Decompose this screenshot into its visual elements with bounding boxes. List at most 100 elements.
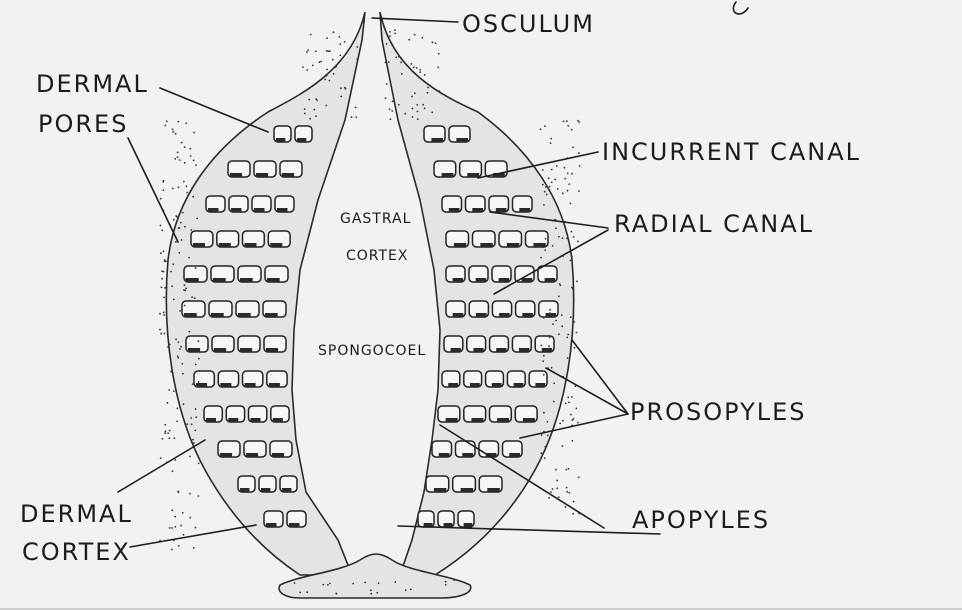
stipple-dot (161, 286, 163, 288)
chamber-opening (240, 348, 252, 352)
stipple-dot (542, 169, 544, 171)
stipple-dot (571, 129, 573, 131)
chamber-opening (507, 243, 519, 247)
stipple-dot (177, 121, 179, 123)
stipple-dot (567, 190, 569, 192)
stipple-dot (193, 442, 195, 444)
stipple-dot (572, 513, 574, 515)
stipple-dot (567, 334, 569, 336)
chamber-opening (230, 173, 242, 177)
stipple-dot (355, 107, 357, 109)
stipple-dot (568, 468, 570, 470)
stipple-dot (575, 408, 577, 410)
stipple-dot (386, 83, 388, 85)
stipple-dot (578, 152, 580, 154)
stipple-dot (171, 509, 173, 511)
stipple-dot (414, 92, 416, 94)
stipple-dot (193, 160, 195, 162)
stipple-dot (319, 61, 321, 63)
stipple-dot (540, 345, 542, 347)
stipple-dot (570, 414, 572, 416)
stipple-dot (167, 432, 169, 434)
stipple-dot (548, 345, 550, 347)
stipple-dot (163, 189, 165, 191)
stipple-dot (184, 162, 186, 164)
chamber-opening (219, 243, 231, 247)
stipple-dot (390, 118, 392, 120)
stipple-dot (569, 492, 571, 494)
stipple-dot (556, 480, 558, 482)
chamber-opening (266, 348, 278, 352)
stipple-dot (174, 158, 176, 160)
chamber-opening (246, 453, 258, 457)
stipple-dot (570, 260, 572, 262)
stipple-dot (571, 256, 573, 258)
stipple-dot (364, 582, 366, 584)
stipple-dot (550, 491, 552, 493)
stipple-dot (540, 128, 542, 130)
stipple-dot (189, 456, 191, 458)
stipple-dot (411, 96, 413, 98)
stipple-dot (388, 61, 390, 63)
stipple-dot (544, 191, 546, 193)
chamber-opening (266, 523, 277, 527)
stipple-dot (195, 527, 197, 529)
stipple-dot (186, 192, 188, 194)
chamber-opening (509, 453, 520, 457)
stipple-dot (196, 218, 198, 220)
stipple-dot (329, 50, 331, 52)
stipple-dot (315, 115, 317, 117)
stipple-dot (564, 178, 566, 180)
stipple-dot (574, 347, 576, 349)
stipple-dot (427, 87, 429, 89)
chamber-opening (270, 243, 282, 247)
stipple-dot (417, 118, 419, 120)
stipple-dot (304, 108, 306, 110)
chamber-opening (213, 278, 226, 282)
stipple-dot (165, 430, 167, 432)
stipple-dot (170, 271, 172, 273)
stipple-dot (552, 323, 554, 325)
stipple-dot (405, 589, 407, 591)
stipple-dot (352, 583, 354, 585)
chamber-opening (245, 383, 256, 387)
stipple-dot (408, 39, 410, 41)
dermal-pores-leader-1 (160, 88, 268, 132)
stipple-dot (344, 87, 346, 89)
stipple-dot (544, 249, 546, 251)
chamber-opening (499, 278, 510, 282)
apopyles-label: APOPYLES (632, 506, 770, 534)
chamber-opening (289, 523, 300, 527)
stipple-dot (172, 188, 174, 190)
stipple-dot (170, 371, 172, 373)
stipple-dot (325, 74, 327, 76)
stipple-dot (542, 184, 544, 186)
stipple-dot (198, 463, 200, 465)
stipple-dot (551, 367, 553, 369)
stipple-dot (183, 181, 185, 183)
stipple-dot (326, 50, 328, 52)
stipple-dot (189, 517, 191, 519)
stipple-dot (294, 582, 296, 584)
stipple-dot (163, 271, 165, 273)
chamber-opening (542, 348, 552, 352)
chamber-opening (254, 208, 265, 212)
stipple-dot (543, 246, 545, 248)
stipple-dot (171, 549, 173, 551)
chamber-opening (535, 383, 545, 387)
stipple-dot (168, 437, 170, 439)
stipple-dot (567, 357, 569, 359)
stipple-dot (544, 457, 546, 459)
stipple-dot (195, 267, 197, 269)
stipple-dot (578, 190, 580, 192)
stipple-dot (394, 581, 396, 583)
chamber-opening (470, 383, 480, 387)
stipple-dot (577, 422, 579, 424)
chamber-opening (188, 348, 200, 352)
stipple-dot (194, 297, 196, 299)
stipple-dot (195, 364, 197, 366)
stipple-dot (559, 423, 561, 425)
stipple-dot (558, 295, 560, 297)
stipple-dot (178, 252, 180, 254)
